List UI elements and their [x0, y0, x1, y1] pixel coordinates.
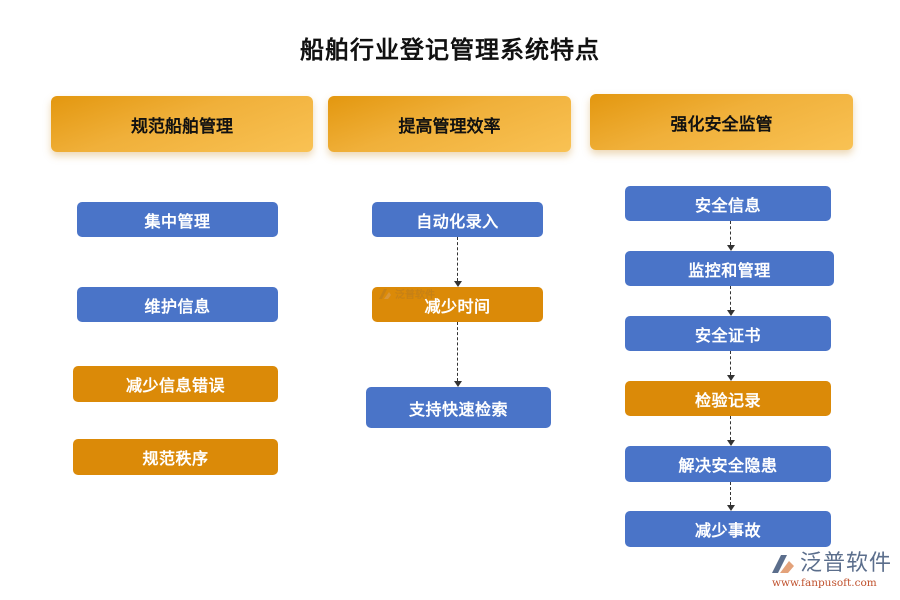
watermark: 泛普软件	[378, 286, 435, 301]
arrow-down-icon	[727, 505, 735, 511]
brand-url: www.fanpusoft.com	[772, 577, 877, 589]
brand-logo: 泛普软件 www.fanpusoft.com	[770, 552, 892, 589]
brand-name: 泛普软件	[800, 551, 893, 576]
node-standardize-order: 规范秩序	[73, 439, 278, 475]
node-monitor-manage: 监控和管理	[625, 251, 834, 286]
node-inspection-records: 检验记录	[625, 381, 831, 416]
arrow-down-icon	[454, 381, 462, 387]
column-header-improve-efficiency: 提高管理效率	[328, 96, 571, 152]
node-resolve-hazards: 解决安全隐患	[625, 446, 831, 482]
arrow-down-icon	[727, 310, 735, 316]
fanpu-logo-icon	[379, 288, 391, 299]
node-reduce-time: 减少时间	[372, 287, 543, 322]
arrow-down-icon	[727, 245, 735, 251]
arrow-down-icon	[727, 375, 735, 381]
connector-dashed	[730, 482, 731, 505]
page-title: 船舶行业登记管理系统特点	[300, 36, 600, 64]
column-header-strengthen-safety-supervision: 强化安全监管	[590, 94, 853, 150]
connector-dashed	[730, 286, 731, 310]
connector-dashed	[457, 322, 458, 381]
node-reduce-info-errors: 减少信息错误	[73, 366, 278, 402]
fanpu-logo-icon	[772, 555, 794, 573]
node-centralized-management: 集中管理	[77, 202, 278, 237]
node-maintain-info: 维护信息	[77, 287, 278, 322]
connector-dashed	[730, 351, 731, 375]
node-reduce-accidents: 减少事故	[625, 511, 831, 547]
connector-dashed	[730, 221, 731, 245]
node-fast-retrieval: 支持快速检索	[366, 387, 551, 428]
watermark-text: 泛普软件	[395, 290, 435, 301]
node-safety-info: 安全信息	[625, 186, 831, 221]
node-auto-entry: 自动化录入	[372, 202, 543, 237]
column-header-standardize-ship-management: 规范船舶管理	[51, 96, 313, 152]
connector-dashed	[730, 416, 731, 440]
node-safety-certificate: 安全证书	[625, 316, 831, 351]
arrow-down-icon	[727, 440, 735, 446]
connector-dashed	[457, 237, 458, 281]
arrow-down-icon	[454, 281, 462, 287]
